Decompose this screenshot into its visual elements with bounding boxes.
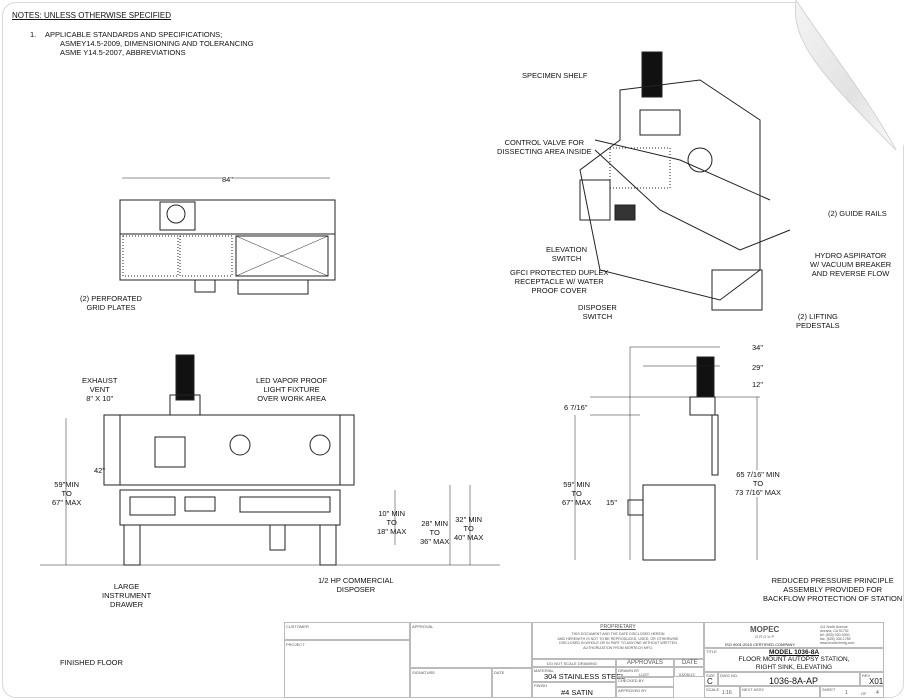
callout-label: (2) LIFTING PEDESTALS [796,312,840,330]
dimension-label: 29" [752,363,764,372]
drawn-date: 03/05/13 [679,672,695,677]
dimension-label: 10" MIN TO 18" MAX [377,509,407,536]
finished-floor-label: FINISHED FLOOR [60,658,123,667]
drawn-by-label: DRAWN BY [618,668,640,673]
drawn-by-value: LUST [639,672,650,677]
dimension-label: 32" MIN TO 40" MAX [454,515,484,542]
iso-certification: ISO 9001:2015 CERTIFIED COMPANY [725,642,796,647]
checked-by-label: CHECKED BY [618,678,645,683]
notes-heading: NOTES: UNLESS OTHERWISE SPECIFIED [12,11,171,20]
proprietary-heading: PROPRIETARY [600,624,636,630]
model-number: MODEL 1036-8A [768,649,820,656]
title-line: FLOOR MOUNT AUTOPSY STATION, [738,656,850,663]
date-header: DATE [682,660,698,666]
date-label: DATE [494,670,505,675]
dimension-label: 59" MIN TO 67" MAX [562,480,592,507]
note-line: ASME Y14.5-2007, ABBREVIATIONS [60,48,186,57]
callout-label: (2) PERFORATED GRID PLATES [80,294,142,312]
company-address: 411 North Avenue Anrana, CA 91702 tel: (… [820,625,855,645]
callout-label: SPECIMEN SHELF [522,71,588,80]
sheet-total: 4 [876,690,879,696]
callout-label: LARGE INSTRUMENT DRAWER [102,582,152,609]
page-curl-icon [793,0,906,151]
callout-label: (2) GUIDE RAILS [828,209,887,218]
callout-label: DISPOSER SWITCH [578,303,617,321]
dimension-label: 15" [606,498,618,507]
note-line: APPLICABLE STANDARDS AND SPECIFICATIONS; [45,30,223,39]
material-label: MATERIAL [534,668,554,673]
side-view [574,346,760,561]
approval-label: APPROVAL [412,624,434,629]
proprietary-text: THIS DOCUMENT AND THE DATE DISCLOSED HER… [557,632,679,650]
sheet-label: SHEET [822,687,836,692]
callout-label: 1/2 HP COMMERCIAL DISPOSER [318,576,394,594]
dimension-label: 65 7/16" MIN TO 73 7/16" MAX [735,470,782,497]
size-label: SIZE [706,673,715,678]
finish-value: #4 SATIN [561,688,593,697]
do-not-scale: DO NOT SCALE DRAWING [547,661,598,666]
callout-label: LED VAPOR PROOF LIGHT FIXTURE OVER WORK … [256,376,328,403]
callout-label: HYDRO ASPIRATOR W/ VACUUM BREAKER AND RE… [810,251,892,278]
dwg-label: DWG NO. [720,673,738,678]
finish-label: FINISH [534,683,548,688]
callout-label: GFCI PROTECTED DUPLEX RECEPTACLE W/ WATE… [510,268,609,295]
callout-label: EXHAUST VENT 8" X 10" [82,376,118,403]
dimension-label: 28" MIN TO 36" MAX [420,519,450,546]
signature-label: SIGNATURE [412,670,436,675]
dimension-label: 42" [94,466,106,475]
sheet-number: 1 [845,690,848,696]
rev-value: X01 [869,677,884,686]
approvals-header: APPROVALS [627,660,663,666]
company-logo: MOPEC [750,625,780,634]
size-value: C [707,677,713,686]
front-view [40,354,500,566]
drawing-number: 1036-8A-AP [769,676,819,686]
rev-label: REV [862,673,871,678]
dimension-label: 84" [222,175,234,184]
note-number: 1. [30,30,37,39]
dimension-label: 12" [752,380,764,389]
scale-value: 1:16 [722,690,732,696]
material-value: 304 STAINLESS STEEL [544,672,626,681]
callout-label: REDUCED PRESSURE PRINCIPLE ASSEMBLY PROV… [763,576,903,603]
of-label: OF [861,691,867,696]
dimension-label: 59"MIN TO 67" MAX [52,480,82,507]
project-label: PROJECT [286,642,305,647]
callout-label: ELEVATION SWITCH [546,245,587,263]
scale-label: SCALE [706,687,720,692]
title-line: RIGHT SINK, ELEVATING [755,663,833,671]
title-label: TITLE [706,649,717,654]
note-line: ASMEY14.5-2009, DIMENSIONING AND TOLERAN… [60,39,254,48]
next-assy-label: NEXT ASSY [742,687,765,692]
approved-by-label: APPROVED BY [618,688,647,693]
dimension-label: 34" [752,343,764,352]
company-sub: G R O U P [755,634,775,639]
iso-view [579,51,791,311]
customer-label: CUSTOMER [286,624,309,629]
callout-label: CONTROL VALVE FOR DISSECTING AREA INSIDE [497,138,592,156]
top-view [119,177,336,295]
dimension-label: 6 7/16" [564,403,588,412]
